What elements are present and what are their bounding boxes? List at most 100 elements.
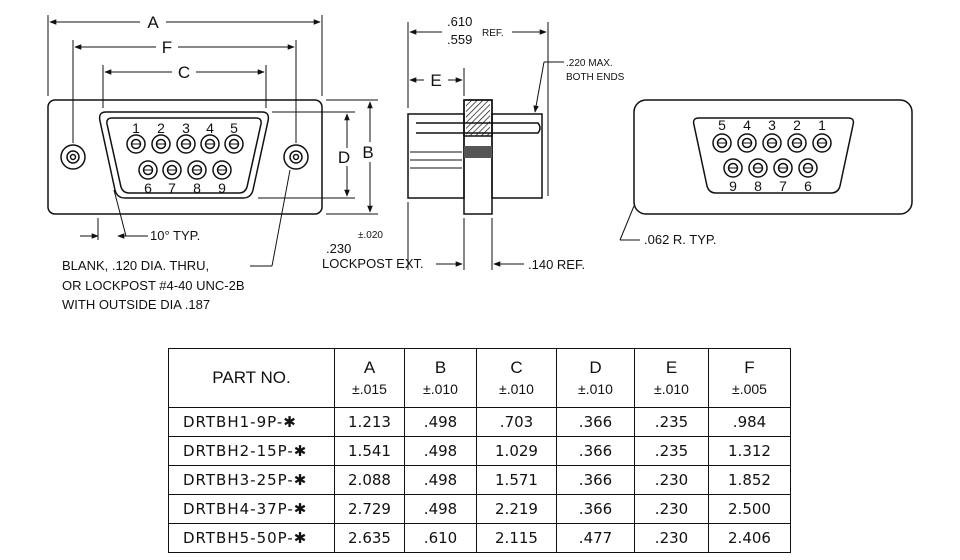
mounting-hole-left [60,144,86,170]
value-f: .984 [708,407,791,437]
pin-contact [138,160,158,180]
side-view [407,99,543,215]
value-a: 2.088 [334,465,405,495]
pin-contact [762,133,782,153]
value-d: .366 [556,407,635,437]
front-pin-7: 7 [168,180,176,196]
header-col-a: A±.015 [334,348,405,408]
rear-pin-4: 4 [743,117,751,133]
overall-dim-top: .610 [447,14,472,29]
front-pin-3: 3 [182,120,190,136]
pin-contact [748,158,768,178]
value-f: 1.852 [708,465,791,495]
dim-c-label: C [178,63,190,82]
front-view [47,99,323,215]
value-b: .498 [404,407,477,437]
hole-note-line-1: BLANK, .120 DIA. THRU, [62,258,209,273]
value-c: 2.219 [476,494,557,524]
lockpost-label: LOCKPOST EXT. [322,256,424,271]
table-header-row: PART NO. A±.015 B±.010 C±.010 D±.010 E±.… [168,348,791,408]
pin-contact [212,160,232,180]
front-pin-8: 8 [193,180,201,196]
table-row: DRTBH3-25P-✱ 2.088 .498 1.571 .366 .230 … [168,465,791,495]
value-d: .366 [556,494,635,524]
table-row: DRTBH5-50P-✱ 2.635 .610 2.115 .477 .230 … [168,523,791,553]
dim-a-label: A [147,13,159,32]
side-shell-rear [407,113,465,199]
radius-note: .062 R. TYP. [644,232,717,247]
side-shell-front [491,113,543,199]
dim-d-label: D [338,148,350,167]
max-note-line-1: .220 MAX. [566,58,613,69]
value-c: 1.571 [476,465,557,495]
value-e: .230 [634,465,709,495]
mounting-hole-right [283,144,309,170]
pin-contact [224,134,244,154]
rear-pin-8: 8 [754,178,762,194]
header-col-c: C±.010 [476,348,557,408]
front-flange [47,99,323,215]
rear-view [619,99,913,241]
front-d-shell [98,111,270,199]
value-e: .235 [634,436,709,466]
pin-contact [200,134,220,154]
rear-pin-contacts [712,133,832,178]
header-part-no: PART NO. [168,348,335,408]
front-pin-1: 1 [132,120,140,136]
front-pin-2: 2 [157,120,165,136]
value-b: .610 [404,523,477,553]
value-c: .703 [476,407,557,437]
value-c: 1.029 [476,436,557,466]
value-d: .477 [556,523,635,553]
pin-contact [798,158,818,178]
lockpost-value: .230 [326,241,351,256]
part-number: DRTBH5-50P-✱ [168,523,335,553]
angle-note: 10° TYP. [150,228,200,243]
rear-d-outline [692,117,855,194]
rear-pin-9: 9 [729,178,737,194]
value-b: .498 [404,465,477,495]
value-e: .235 [634,407,709,437]
dim-f-label: F [162,38,172,57]
part-number: DRTBH1-9P-✱ [168,407,335,437]
dim-e-label: E [430,71,441,90]
rear-pin-7: 7 [779,178,787,194]
value-f: 2.406 [708,523,791,553]
value-a: 2.729 [334,494,405,524]
front-pin-contacts [126,134,244,180]
part-number: DRTBH2-15P-✱ [168,436,335,466]
value-a: 1.213 [334,407,405,437]
pin-contact [126,134,146,154]
front-pin-4: 4 [206,120,214,136]
table-row: DRTBH1-9P-✱ 1.213 .498 .703 .366 .235 .9… [168,407,791,437]
ref-140: .140 REF. [528,257,585,272]
rear-pin-numbers: 5 4 3 2 1 9 8 7 6 [718,117,826,194]
max-note-line-2: BOTH ENDS [566,72,625,83]
overall-ref: REF. [482,28,504,39]
header-col-f: F±.005 [708,348,791,408]
hole-note-line-2: OR LOCKPOST #4-40 UNC-2B [62,278,245,293]
dim-b-label: B [362,143,373,162]
table-row: DRTBH2-15P-✱ 1.541 .498 1.029 .366 .235 … [168,436,791,466]
rear-pin-2: 2 [793,117,801,133]
pin-contact [151,134,171,154]
part-number: DRTBH3-25P-✱ [168,465,335,495]
hole-note-line-3: WITH OUTSIDE DIA .187 [62,297,210,312]
header-col-d: D±.010 [556,348,635,408]
rear-pin-3: 3 [768,117,776,133]
front-pin-5: 5 [230,120,238,136]
rear-body [633,99,913,215]
pin-contact [812,133,832,153]
header-col-e: E±.010 [634,348,709,408]
value-d: .366 [556,465,635,495]
pin-contact [162,160,182,180]
lockpost-tol: ±.020 [358,230,383,241]
value-a: 1.541 [334,436,405,466]
header-col-b: B±.010 [404,348,477,408]
value-b: .498 [404,494,477,524]
dimension-table: PART NO. A±.015 B±.010 C±.010 D±.010 E±.… [168,348,791,553]
front-pin-9: 9 [218,180,226,196]
part-number: DRTBH4-37P-✱ [168,494,335,524]
rear-pin-5: 5 [718,117,726,133]
value-f: 1.312 [708,436,791,466]
